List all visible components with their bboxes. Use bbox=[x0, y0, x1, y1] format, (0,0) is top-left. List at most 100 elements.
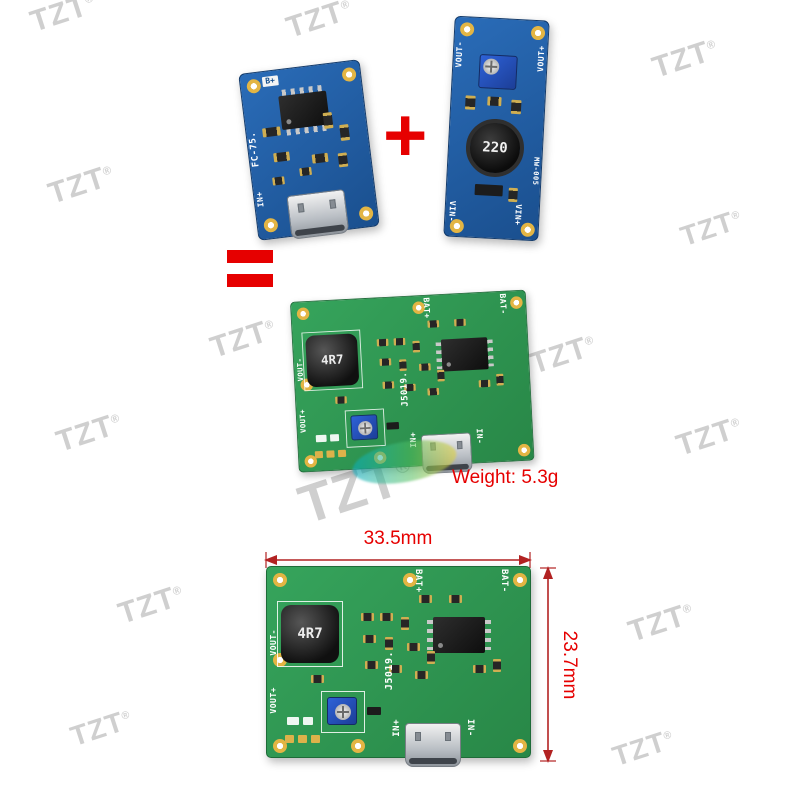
smd-component bbox=[272, 176, 285, 186]
smd-component bbox=[473, 665, 486, 673]
smd-component bbox=[393, 337, 406, 346]
tzt-watermark: TZT® bbox=[44, 158, 119, 211]
width-dimension: 33.5mm bbox=[264, 528, 532, 573]
registered-mark: ® bbox=[120, 708, 133, 723]
smd-component bbox=[363, 635, 376, 643]
smd-component bbox=[419, 595, 432, 603]
smd-component bbox=[380, 613, 393, 621]
mounting-hole bbox=[459, 21, 475, 37]
equals-bar bbox=[227, 250, 273, 263]
charger-ic-chip bbox=[278, 85, 331, 136]
tzt-watermark: TZT® bbox=[52, 406, 127, 459]
charger-module-board: B+ FC-75. IN+ bbox=[238, 59, 380, 241]
height-dimension-arrow bbox=[540, 566, 556, 763]
watermark-text: TZT bbox=[66, 705, 128, 753]
tzt-watermark: TZT® bbox=[609, 723, 679, 773]
usb-shield-dimple bbox=[445, 732, 451, 741]
smd-component bbox=[361, 613, 374, 621]
silkscreen-pad bbox=[329, 434, 340, 442]
smd-component bbox=[427, 651, 435, 664]
chip-pin1-dot bbox=[286, 118, 292, 125]
boost-vout-minus-label: VOUT- bbox=[454, 40, 465, 68]
solder-pad bbox=[314, 450, 324, 459]
bat-plus-label: BAT+ bbox=[420, 297, 431, 319]
boost-model-label: MW-005 bbox=[531, 156, 541, 186]
tzt-watermark: TZT® bbox=[648, 32, 723, 85]
smd-component bbox=[386, 421, 400, 430]
tzt-watermark: TZT® bbox=[677, 203, 747, 253]
vout-minus-label: VOUT- bbox=[295, 357, 305, 382]
bat-minus-label: BAT- bbox=[497, 293, 508, 315]
silkscreen-outline bbox=[301, 329, 364, 392]
chip-pins bbox=[427, 620, 433, 650]
chip-pins bbox=[281, 85, 322, 96]
mounting-hole bbox=[403, 573, 417, 587]
plus-sign: + bbox=[383, 93, 428, 178]
silkscreen-pad bbox=[315, 434, 327, 443]
usb-shield-dimple bbox=[329, 199, 337, 209]
tzt-watermark: TZT® bbox=[26, 0, 101, 40]
tzt-watermark: TZT® bbox=[206, 312, 281, 365]
tzt-watermark: TZT® bbox=[67, 703, 137, 753]
diode-component bbox=[474, 183, 504, 197]
mounting-hole bbox=[509, 296, 523, 310]
watermark-text: TZT bbox=[624, 599, 690, 649]
smd-component bbox=[427, 320, 440, 328]
chip-pins bbox=[485, 620, 491, 650]
mounting-hole bbox=[530, 25, 546, 41]
screw-slot bbox=[359, 427, 371, 430]
tzt-watermark: TZT® bbox=[526, 328, 601, 381]
smd-component bbox=[415, 671, 428, 679]
smd-component bbox=[478, 379, 491, 388]
bat-minus-label: BAT- bbox=[499, 569, 509, 593]
boost-module-board: VOUT- VOUT+ 220 MW-005 VIN- VIN+ bbox=[443, 15, 550, 242]
trimmer-screw bbox=[335, 704, 351, 720]
mounting-hole bbox=[358, 205, 374, 222]
equals-bar bbox=[227, 274, 273, 287]
silkscreen-pad bbox=[287, 717, 299, 725]
smd-component bbox=[322, 111, 334, 129]
smd-component bbox=[311, 675, 324, 683]
solder-pad bbox=[337, 449, 347, 458]
smd-component bbox=[389, 665, 402, 673]
in-plus-label: IN+ bbox=[392, 719, 402, 737]
height-dimension-label: 23.7mm bbox=[559, 630, 580, 699]
charger-in-plus-label: IN+ bbox=[254, 190, 266, 208]
micro-usb-port bbox=[405, 723, 461, 767]
watermark-text: TZT bbox=[608, 725, 670, 773]
battery-plus-pad-label: B+ bbox=[261, 75, 279, 88]
combo-model-label: J5019. bbox=[384, 651, 395, 691]
vout-minus-label: VOUT- bbox=[269, 629, 278, 656]
silkscreen-outline bbox=[277, 601, 343, 667]
mounting-hole bbox=[513, 739, 527, 753]
micro-usb-port bbox=[286, 189, 350, 240]
mounting-hole bbox=[517, 443, 531, 457]
solder-pad bbox=[326, 450, 335, 458]
bat-plus-label: BAT+ bbox=[413, 569, 423, 593]
smd-component bbox=[376, 338, 389, 347]
silkscreen-pad bbox=[303, 717, 313, 725]
mounting-hole bbox=[273, 739, 287, 753]
usb-shield-dimple bbox=[415, 732, 421, 741]
usb-shield-dimple bbox=[456, 440, 463, 450]
smd-component bbox=[335, 396, 347, 404]
chip-pins bbox=[286, 124, 327, 136]
chip-pins bbox=[435, 342, 443, 370]
width-dimension-label: 33.5mm bbox=[363, 528, 433, 549]
smd-component bbox=[262, 126, 282, 138]
watermark-text: TZT bbox=[676, 205, 738, 253]
equals-sign bbox=[227, 250, 273, 298]
combo-model-label: J5019. bbox=[398, 371, 411, 407]
watermark-text: TZT bbox=[282, 0, 348, 45]
usb-shield-dimple bbox=[297, 203, 305, 213]
smd-component bbox=[367, 707, 381, 715]
watermark-text: TZT bbox=[114, 581, 180, 631]
screw-slot bbox=[485, 65, 498, 68]
smd-component bbox=[418, 363, 431, 371]
smd-component bbox=[412, 340, 421, 353]
smd-component bbox=[508, 187, 518, 203]
watermark-text: TZT bbox=[26, 0, 92, 39]
in-minus-label: IN- bbox=[473, 428, 484, 445]
charger-ic-chip bbox=[427, 617, 491, 653]
mounting-hole bbox=[263, 217, 279, 234]
